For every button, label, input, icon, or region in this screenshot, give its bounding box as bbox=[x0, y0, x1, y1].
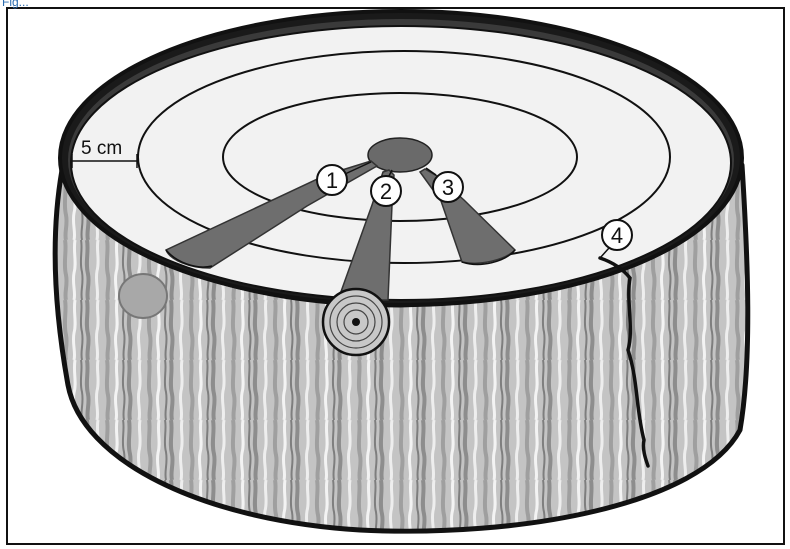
callout-1-label: 1 bbox=[326, 168, 338, 193]
callout-2: 2 bbox=[371, 176, 401, 206]
callout-4: 4 bbox=[602, 220, 632, 250]
scale-label: 5 cm bbox=[81, 138, 122, 159]
figure-caption: Fig... bbox=[2, 0, 29, 9]
pith bbox=[368, 138, 432, 172]
callout-3-label: 3 bbox=[442, 175, 454, 200]
bark-knot bbox=[119, 274, 167, 318]
callout-4-label: 4 bbox=[611, 223, 623, 248]
log-end bbox=[323, 289, 389, 355]
callout-2-label: 2 bbox=[380, 179, 392, 204]
callout-1: 1 bbox=[317, 165, 347, 195]
callout-3: 3 bbox=[433, 172, 463, 202]
